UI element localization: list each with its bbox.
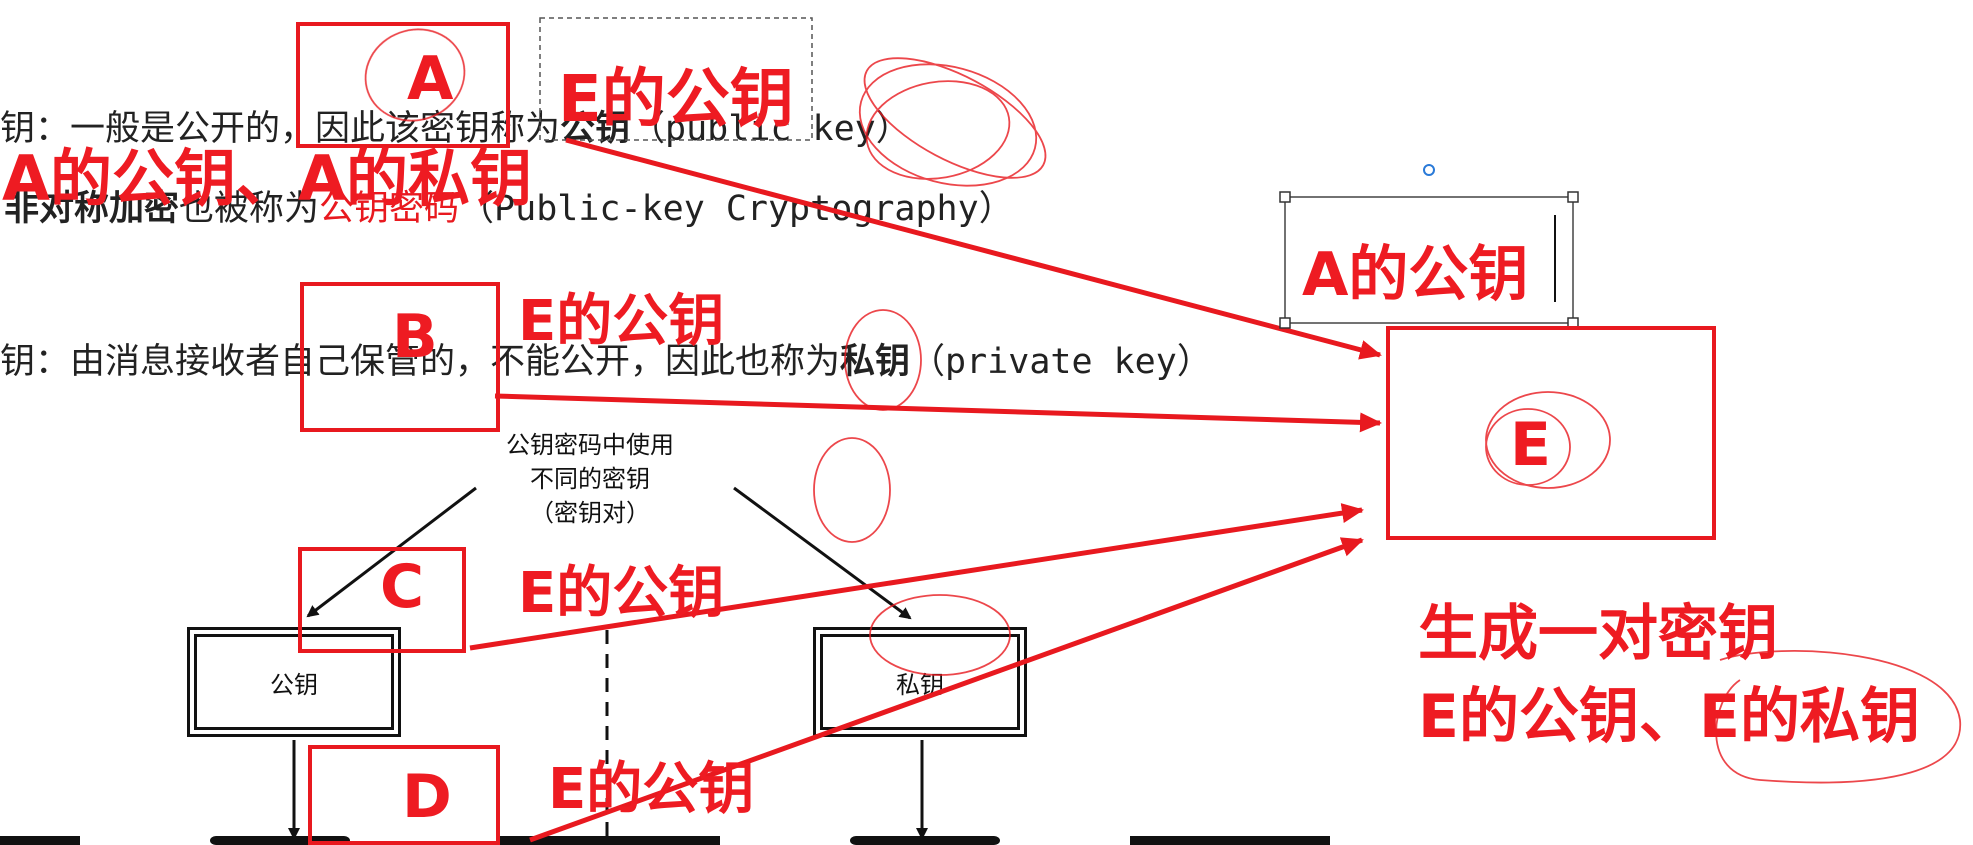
a-keys-annotation: A的公钥、A的私钥	[2, 142, 532, 215]
bottom-partial-shapes	[0, 836, 1330, 845]
box-a-label: A	[407, 44, 454, 114]
red-arrow-d-to-e	[529, 537, 1364, 843]
diagram-caption-line-3: （密钥对）	[530, 499, 650, 527]
e-public-key-c: E的公钥	[518, 561, 725, 626]
box-d	[308, 745, 500, 845]
doc-line3-paren: （private key）	[910, 342, 1212, 382]
arrow-to-public-key	[306, 486, 477, 618]
red-arrows	[469, 137, 1382, 843]
box-c-label: C	[380, 552, 425, 622]
box-c	[298, 547, 466, 653]
doc-line2-mid: 也被称为	[179, 189, 320, 229]
doc-line3-prefix: 钥：由消息接收者自己保管的，不能公开，因此也称为	[0, 342, 841, 382]
red-arrow-b-to-e	[494, 393, 1382, 433]
generate-keypair-line1: 生成一对密钥	[1418, 599, 1778, 669]
diagram-caption-line-2: 不同的密钥	[530, 465, 650, 493]
public-key-label: 公钥	[270, 670, 318, 699]
box-b	[300, 282, 500, 432]
text-box-frame	[1279, 164, 1579, 329]
diagram-arrows	[288, 486, 928, 845]
e-public-key-top: E的公钥	[558, 63, 794, 137]
diagram-caption-line-1: 公钥密码中使用	[506, 431, 674, 459]
box-d-label: D	[402, 762, 452, 832]
red-arrow-c-to-e	[469, 503, 1364, 651]
doc-line-private-key: 钥：由消息接收者自己保管的，不能公开，因此也称为私钥（private key）	[0, 333, 1212, 384]
box-e	[1386, 326, 1716, 540]
private-key-box: 私钥	[813, 627, 1027, 737]
generate-keypair-line2: E的公钥、E的私钥	[1418, 682, 1920, 752]
doc-line2-paren: （Public-key Cryptography）	[459, 189, 1014, 229]
e-public-key-b: E的公钥	[518, 289, 725, 354]
doc-line2-red: 公钥密码	[319, 189, 460, 229]
e-public-key-d: E的公钥	[548, 757, 755, 822]
box-e-label: E	[1510, 410, 1551, 480]
red-arrow-a-to-e	[565, 137, 1382, 360]
doc-line3-bold: 私钥	[840, 342, 911, 382]
arrow-to-private-key	[733, 486, 912, 620]
dashed-selection-box	[539, 17, 813, 141]
doc-line-cryptography: 非对称加密也被称为公钥密码（Public-key Cryptography）	[4, 180, 1014, 231]
doc-line1-prefix: 钥：一般是公开的，因此该密钥称为	[0, 109, 561, 149]
box-b-label: B	[392, 302, 438, 372]
diagram-caption: 公钥密码中使用 不同的密钥 （密钥对）	[460, 428, 720, 530]
a-public-key-textbox[interactable]: A的公钥	[1302, 240, 1529, 310]
doc-line2-bold: 非对称加密	[4, 189, 180, 229]
hand-drawn-circles	[364, 28, 1961, 784]
box-a	[296, 22, 510, 148]
